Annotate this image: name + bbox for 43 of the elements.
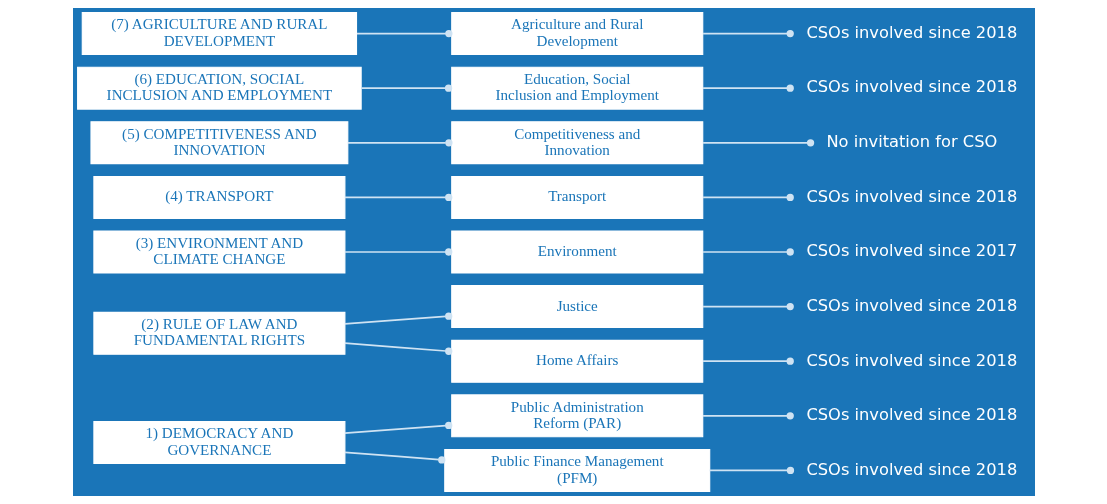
connector bbox=[701, 84, 794, 92]
node-box: Justice bbox=[450, 285, 703, 329]
connector bbox=[346, 139, 453, 147]
node-text: CSOs involved since 2018 bbox=[805, 350, 1017, 370]
connector bbox=[343, 193, 452, 202]
node-box: 1) DEMOCRACY AND GOVERNANCE bbox=[92, 421, 345, 465]
node-box: Competitiveness and Innovation bbox=[450, 121, 703, 165]
node-box: (2) RULE OF LAW AND FUNDAMENTAL RIGHTS bbox=[92, 311, 345, 355]
node-box: (4) TRANSPORT bbox=[92, 175, 345, 219]
node-text: CSOs involved since 2018 bbox=[805, 77, 1017, 97]
node-text: No invitation for CSO bbox=[825, 132, 997, 152]
node-box: (5) COMPETITIVENESS AND INNOVATION bbox=[89, 121, 348, 165]
node-box: Education, Social Inclusion and Employment bbox=[450, 66, 703, 110]
node-box: (3) ENVIRONMENT AND CLIMATE CHANGE bbox=[92, 230, 345, 274]
connector bbox=[343, 421, 452, 435]
connector bbox=[343, 248, 452, 256]
connector bbox=[701, 412, 794, 420]
connector bbox=[343, 312, 452, 325]
connector bbox=[701, 357, 794, 365]
node-text: CSOs involved since 2017 bbox=[805, 241, 1017, 261]
node-text: CSOs involved since 2018 bbox=[805, 459, 1017, 479]
node-box: Transport bbox=[450, 175, 703, 219]
node-text: CSOs involved since 2018 bbox=[805, 295, 1017, 315]
node-box: Home Affairs bbox=[450, 339, 703, 383]
node-box: Environment bbox=[450, 230, 703, 274]
node-box: Agriculture and Rural Development bbox=[450, 12, 703, 56]
connector bbox=[355, 29, 452, 38]
node-box: (6) EDUCATION, SOCIAL INCLUSION AND EMPLOYMENT bbox=[76, 66, 362, 110]
node-box: (7) AGRICULTURE AND RURAL DEVELOPMENT bbox=[81, 12, 357, 56]
connector bbox=[701, 302, 794, 311]
node-text: CSOs involved since 2018 bbox=[805, 405, 1017, 425]
connector bbox=[343, 342, 452, 355]
connector bbox=[701, 248, 794, 256]
connector bbox=[701, 29, 794, 38]
connector bbox=[343, 451, 445, 464]
node-text: CSOs involved since 2018 bbox=[805, 186, 1017, 206]
node-box: Public Administration Reform (PAR) bbox=[450, 394, 703, 438]
connector bbox=[708, 466, 794, 475]
connector bbox=[701, 193, 794, 202]
node-text: CSOs involved since 2018 bbox=[805, 22, 1017, 42]
node-box: Public Finance Management (PFM) bbox=[443, 448, 710, 492]
connector bbox=[701, 139, 814, 147]
connector bbox=[360, 84, 452, 92]
